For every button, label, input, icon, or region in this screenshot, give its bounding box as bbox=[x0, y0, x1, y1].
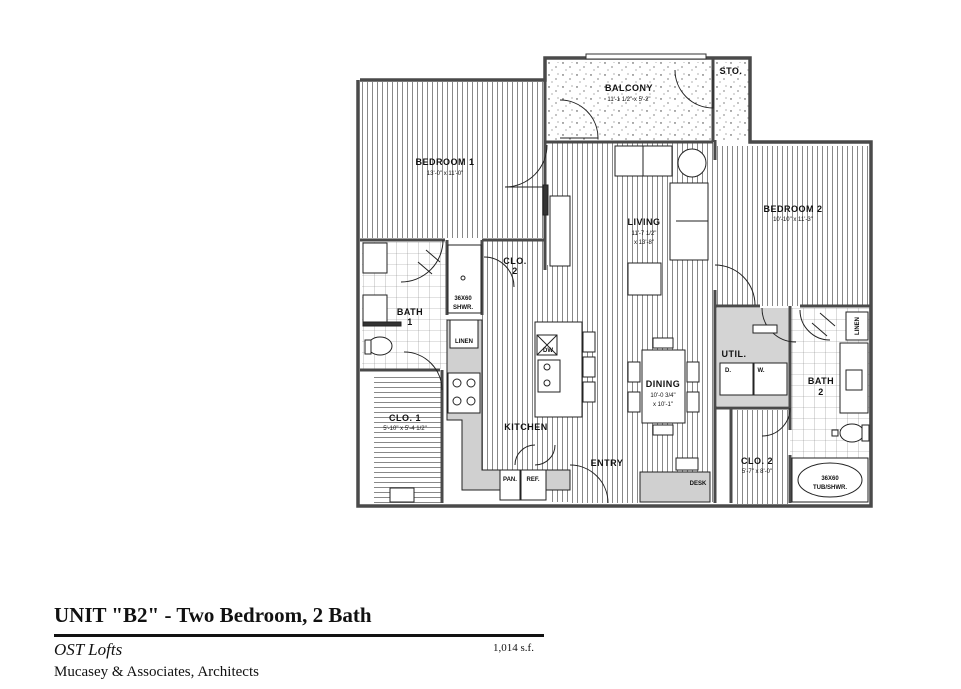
closet2b-floor bbox=[733, 410, 789, 504]
bath1-label: BATH bbox=[397, 307, 423, 317]
bath2-number: 2 bbox=[818, 387, 824, 397]
closet1-stairs bbox=[389, 487, 415, 503]
project-name: OST Lofts bbox=[54, 640, 123, 659]
linen1-label: LINEN bbox=[455, 339, 473, 345]
armchair bbox=[627, 262, 662, 296]
kitchen-label: KITCHEN bbox=[504, 422, 548, 432]
pantry-label: PAN. bbox=[503, 477, 517, 483]
dining-table bbox=[641, 349, 686, 424]
range bbox=[447, 372, 481, 414]
tv-console bbox=[549, 195, 571, 267]
closet1-label: CLO. 1 bbox=[389, 413, 421, 423]
closet2b-label: CLO. 2 bbox=[741, 456, 773, 466]
bedroom1-dims: 13'-0" x 11'-0" bbox=[427, 171, 463, 177]
bath1-fixtures bbox=[362, 242, 482, 356]
closet2b-dims: 5'-7" x 8'-0" bbox=[742, 469, 772, 475]
living-dims-length: x 13'-8" bbox=[634, 240, 654, 246]
pantry bbox=[499, 469, 521, 501]
room-labels: BALCONY 11'-1 1/2" x 5'-2" STO. BEDROOM … bbox=[383, 66, 861, 491]
floor-plan: BALCONY 11'-1 1/2" x 5'-2" STO. BEDROOM … bbox=[356, 53, 873, 508]
unit-area: 1,014 s.f. bbox=[493, 642, 534, 654]
architect-credit: Mucasey & Associates, Architects bbox=[54, 664, 259, 680]
door-swings bbox=[400, 69, 831, 504]
linen2-shelf bbox=[845, 311, 869, 341]
unit-title: UNIT "B2" - Two Bedroom, 2 Bath bbox=[54, 603, 372, 627]
tub-label: TUB/SHWR. bbox=[813, 485, 847, 491]
washer-label: W. bbox=[758, 368, 765, 374]
dining-dims-width: 10'-0 3/4" bbox=[650, 393, 675, 399]
bedroom2-label: BEDROOM 2 bbox=[763, 204, 822, 214]
title-rule bbox=[54, 634, 544, 637]
shower1-label: SHWR. bbox=[453, 305, 473, 311]
washer bbox=[753, 362, 788, 396]
bedroom2-floor bbox=[717, 146, 869, 306]
dryer-label: D. bbox=[725, 368, 731, 374]
toilet2 bbox=[839, 423, 865, 443]
storage-label: STO. bbox=[720, 66, 743, 76]
closet2-number: 2 bbox=[512, 266, 518, 276]
bath1-number: 1 bbox=[407, 317, 413, 327]
dishwasher-label: DW bbox=[543, 348, 553, 354]
dining-label: DINING bbox=[646, 379, 681, 389]
entry-floor bbox=[570, 465, 638, 503]
balcony-label: BALCONY bbox=[605, 83, 653, 93]
dining-dims-length: x 10'-1" bbox=[653, 402, 673, 408]
closet2-floor bbox=[482, 240, 544, 310]
bath2-fixtures bbox=[791, 311, 870, 503]
living-dims-width: 11'-7 1/2" bbox=[632, 231, 657, 237]
bedroom1-label: BEDROOM 1 bbox=[415, 157, 474, 167]
utility-fixtures bbox=[719, 324, 788, 396]
exterior-walls bbox=[356, 56, 873, 508]
kitchen-counters bbox=[446, 319, 711, 503]
bath2-label: BATH bbox=[808, 376, 834, 386]
dining-furniture bbox=[627, 337, 700, 436]
refrigerator-label: REF. bbox=[526, 477, 539, 483]
entry-label: ENTRY bbox=[591, 458, 624, 468]
closet1-floor bbox=[374, 373, 442, 503]
desk-label: DESK bbox=[690, 481, 707, 487]
bedroom2-dims: 10'-10" x 11'-3" bbox=[773, 217, 813, 223]
tub-size: 36X60 bbox=[821, 476, 839, 482]
desk bbox=[639, 471, 711, 503]
balcony-dims: 11'-1 1/2" x 5'-2" bbox=[607, 97, 650, 103]
closet1-dims: 5'-10" x 5'-4 1/2" bbox=[383, 426, 427, 432]
bedroom1-floor bbox=[362, 82, 543, 238]
closet2-label: CLO. bbox=[503, 256, 527, 266]
dryer bbox=[719, 362, 754, 396]
utility-label: UTIL. bbox=[722, 349, 747, 359]
living-furniture bbox=[542, 145, 709, 296]
linen2-label: LINEN bbox=[855, 317, 861, 335]
living-label: LIVING bbox=[627, 217, 660, 227]
toilet1 bbox=[367, 336, 393, 356]
balcony-railing bbox=[585, 53, 707, 60]
storage-floor bbox=[716, 62, 749, 140]
shower1-size: 36X60 bbox=[454, 296, 472, 302]
refrigerator bbox=[520, 469, 547, 501]
balcony-floor bbox=[548, 62, 713, 140]
side-table bbox=[677, 148, 707, 178]
kitchen-island bbox=[534, 321, 596, 418]
